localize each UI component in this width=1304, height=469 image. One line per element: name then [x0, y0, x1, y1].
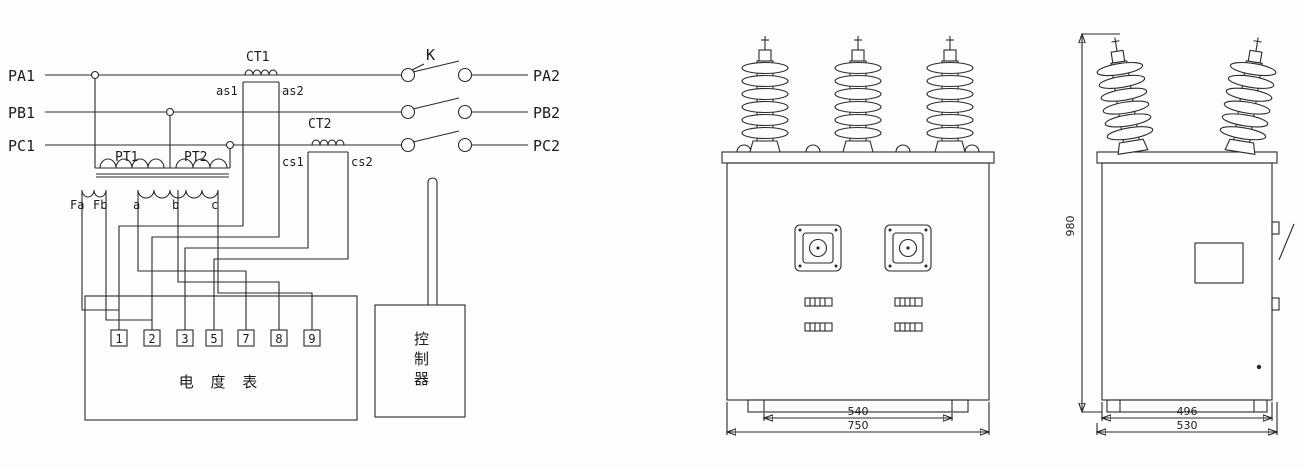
- controller-box-label: 控制器: [412, 331, 430, 391]
- vent-grilles: [804, 297, 923, 332]
- ct2-terminal-cs1-label: cs1: [282, 155, 304, 169]
- side-panel: [1194, 242, 1244, 284]
- controller-cable: [427, 177, 438, 305]
- phase-a2-label: PA2: [533, 67, 560, 85]
- dim-530: 530: [1177, 419, 1198, 432]
- tap-junctions: [90, 70, 235, 168]
- ct1-terminal-as1-label: as1: [216, 84, 238, 98]
- pt-aux-secondary-coil: [81, 189, 107, 198]
- ct1-terminal-as2-label: as2: [282, 84, 304, 98]
- pt-terminal-c-label: c: [211, 198, 218, 212]
- dim-980: 980: [1064, 216, 1077, 237]
- pt-terminal-a-label: a: [133, 198, 140, 212]
- front-base: [747, 399, 969, 413]
- dim-540: 540: [848, 405, 869, 418]
- wiring-diagram: PA1 PB1 PC1 PA2 PB2 PC2 CT1 CT2 K as1 as…: [8, 46, 560, 421]
- ct1-symbol: [243, 69, 279, 83]
- terminal-7: 7: [242, 332, 249, 346]
- side-dimensions: 496 530 980: [1064, 34, 1277, 435]
- dim-750: 750: [848, 419, 869, 432]
- terminal-5: 5: [210, 332, 217, 346]
- phase-a1-label: PA1: [8, 67, 35, 85]
- side-base: [1106, 399, 1268, 413]
- dim-496: 496: [1177, 405, 1198, 418]
- terminal-3: 3: [181, 332, 188, 346]
- pt-terminal-fa-label: Fa: [70, 198, 84, 212]
- pt2-primary-coil: [175, 158, 228, 169]
- pt1-label: PT1: [115, 150, 138, 165]
- switch-k-label: K: [426, 46, 435, 64]
- phase-lines: [45, 74, 528, 146]
- side-view: 496 530 980: [1064, 33, 1295, 435]
- phase-b2-label: PB2: [533, 104, 560, 122]
- pt-core-lines: [96, 173, 229, 178]
- ct2-symbol: [308, 139, 348, 153]
- side-bushing-right: [1216, 33, 1282, 157]
- secondary-wiring: [81, 82, 349, 330]
- front-lid: [721, 151, 995, 164]
- front-tank: [726, 162, 990, 401]
- inspection-window-left: [794, 224, 842, 272]
- front-view: 540 750: [721, 35, 995, 435]
- bushing-c: [926, 35, 974, 153]
- switch-k-symbol: [400, 60, 473, 153]
- bushing-a: [741, 35, 789, 153]
- meter-box-label: 电 度 表: [178, 373, 264, 391]
- phase-c1-label: PC1: [8, 137, 35, 155]
- terminal-8: 8: [275, 332, 282, 346]
- terminal-9: 9: [308, 332, 315, 346]
- pt-terminal-fb-label: Fb: [93, 198, 107, 212]
- bushing-b: [834, 35, 882, 153]
- side-tank: [1101, 162, 1273, 401]
- terminal-2: 2: [148, 332, 155, 346]
- meter-box: [84, 295, 358, 421]
- phase-c2-label: PC2: [533, 137, 560, 155]
- ct2-label: CT2: [308, 117, 331, 132]
- ct2-terminal-cs2-label: cs2: [351, 155, 373, 169]
- inspection-window-right: [884, 224, 932, 272]
- pt-symbol: [81, 158, 230, 199]
- side-bushing-left: [1091, 33, 1157, 157]
- lifting-lugs: [736, 144, 980, 153]
- pt-terminal-b-label: b: [172, 198, 179, 212]
- ct1-label: CT1: [246, 50, 269, 65]
- side-fittings: [1256, 221, 1295, 370]
- controller-box: [374, 304, 466, 418]
- pt2-label: PT2: [184, 150, 207, 165]
- front-dimensions: 540 750: [727, 402, 989, 435]
- phase-b1-label: PB1: [8, 104, 35, 122]
- pt1-primary-coil: [99, 158, 165, 169]
- switch-k-leader: [411, 63, 425, 71]
- terminal-1: 1: [115, 332, 122, 346]
